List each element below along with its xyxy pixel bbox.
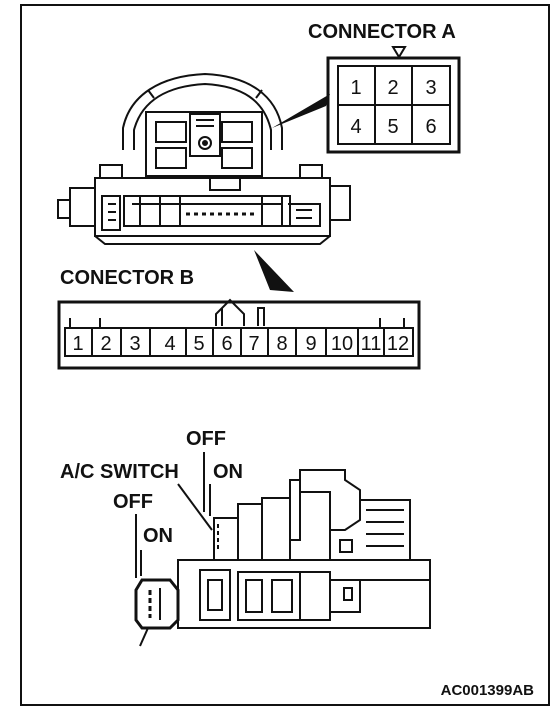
control-unit-illustration (57, 72, 351, 245)
connector-b-pin: 3 (129, 333, 140, 355)
switch-off-top-label: OFF (186, 428, 226, 450)
connector-b-pin: 7 (248, 333, 259, 355)
connector-b-pointer (254, 250, 294, 292)
connector-a-pin: 2 (387, 77, 398, 99)
ac-switch-illustration (134, 469, 431, 647)
connector-b-pin: 5 (193, 333, 204, 355)
connector-a-pin: 3 (425, 77, 436, 99)
connector-a-key-marker (391, 46, 407, 59)
connector-b-pin: 11 (361, 333, 382, 355)
connector-a-pin: 6 (425, 116, 436, 138)
connector-b-pin: 9 (305, 333, 316, 355)
switch-on-left-label: ON (143, 525, 173, 547)
ac-switch-label: A/C SWITCH (60, 461, 179, 483)
connector-a-pin: 5 (387, 116, 398, 138)
connector-a-title: CONNECTOR A (308, 21, 456, 43)
connector-a-pin: 1 (350, 77, 361, 99)
connector-b-pin: 6 (221, 333, 232, 355)
switch-on-right-label: ON (213, 461, 243, 483)
diagram-frame (20, 4, 550, 706)
connector-b-pin: 12 (387, 333, 409, 355)
connector-b-pin: 10 (331, 333, 353, 355)
connector-b (57, 298, 421, 370)
switch-off-left-label: OFF (113, 491, 153, 513)
switch-leader-lines (135, 452, 213, 578)
connector-b-pin: 1 (72, 333, 83, 355)
connector-b-pin: 4 (164, 333, 175, 355)
figure-id: AC001399AB (441, 682, 535, 699)
connector-b-title: CONECTOR B (60, 267, 194, 289)
connector-b-pins: 1 2 3 4 5 6 7 8 9 10 11 12 (72, 333, 409, 355)
connector-b-pin: 2 (100, 333, 111, 355)
connector-a: 1 2 3 4 5 6 (326, 56, 461, 154)
connector-a-pointer (272, 94, 330, 128)
connector-b-pin: 8 (276, 333, 287, 355)
connector-a-pin: 4 (350, 116, 361, 138)
